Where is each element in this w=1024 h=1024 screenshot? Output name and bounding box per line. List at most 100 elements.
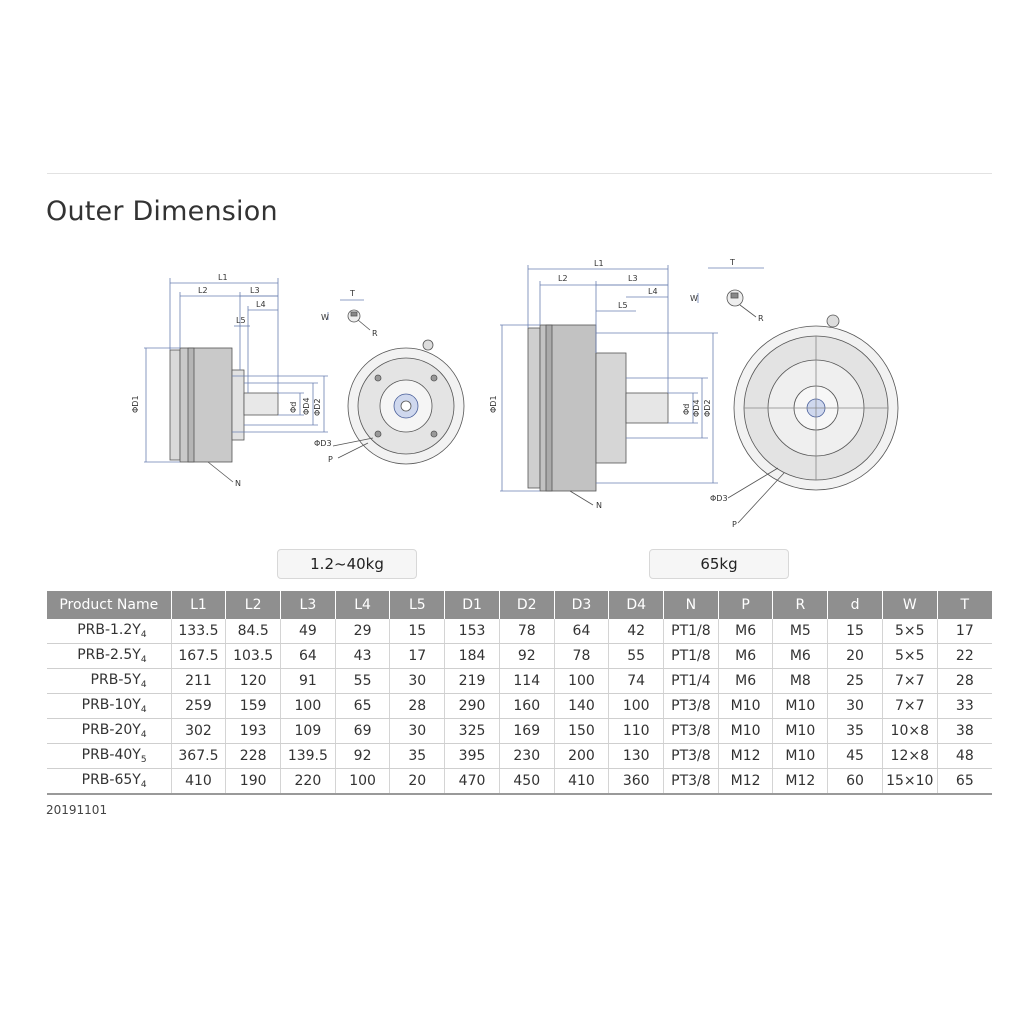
value-cell: 91	[280, 668, 336, 694]
product-name-cell: PRB-40Y5	[47, 743, 172, 769]
value-cell: 130	[608, 743, 664, 769]
product-name-cell: PRB-65Y4	[47, 768, 172, 795]
value-cell: 43	[334, 643, 390, 669]
column-header-d1: D1	[444, 591, 500, 619]
value-cell: 17	[936, 619, 992, 644]
page-title: Outer Dimension	[46, 196, 278, 227]
value-cell: 153	[444, 619, 500, 644]
value-cell: 259	[170, 693, 226, 719]
column-header-r: R	[772, 591, 828, 619]
value-cell: 15	[389, 619, 445, 644]
value-cell: M12	[772, 768, 828, 795]
value-cell: 30	[827, 693, 883, 719]
value-cell: M6	[717, 643, 773, 669]
value-cell: 470	[444, 768, 500, 795]
value-cell: 10×8	[881, 718, 938, 744]
value-cell: 100	[608, 693, 664, 719]
svg-text:P: P	[732, 520, 737, 529]
value-cell: 360	[608, 768, 664, 795]
value-cell: 367.5	[170, 743, 226, 769]
svg-text:Φd: Φd	[289, 402, 298, 413]
value-cell: 120	[225, 668, 281, 694]
column-header-t: T	[936, 591, 992, 619]
value-cell: 74	[608, 668, 664, 694]
value-cell: 78	[553, 643, 609, 669]
value-cell: 65	[936, 768, 992, 795]
svg-text:N: N	[235, 479, 241, 488]
value-cell: M10	[717, 693, 773, 719]
value-cell: 55	[608, 643, 664, 669]
value-cell: 139.5	[280, 743, 336, 769]
svg-text:W: W	[690, 294, 698, 303]
svg-text:W: W	[321, 313, 329, 322]
value-cell: 450	[498, 768, 555, 795]
value-cell: 159	[225, 693, 281, 719]
value-cell: M12	[717, 743, 773, 769]
value-cell: 302	[170, 718, 226, 744]
svg-text:ΦD1: ΦD1	[489, 395, 498, 413]
value-cell: 28	[389, 693, 445, 719]
value-cell: 228	[225, 743, 281, 769]
value-cell: 410	[170, 768, 226, 795]
svg-text:L1: L1	[218, 273, 228, 282]
column-header-d4: D4	[608, 591, 664, 619]
weight-range-label-large: 65kg	[649, 549, 789, 579]
value-cell: 109	[280, 718, 336, 744]
value-cell: 78	[498, 619, 555, 644]
svg-text:ΦD3: ΦD3	[710, 494, 728, 503]
value-cell: M12	[717, 768, 773, 795]
svg-text:L5: L5	[236, 316, 246, 325]
value-cell: 30	[389, 718, 445, 744]
large-brake-dimension-drawing: L1 L2 L3 L5 L4 T W R ΦD1 Φd ΦD4 ΦD2 ΦD3 …	[489, 258, 899, 529]
svg-text:L2: L2	[198, 286, 208, 295]
column-header-d: d	[827, 591, 883, 619]
value-cell: PT3/8	[663, 768, 719, 795]
value-cell: M6	[717, 619, 773, 644]
column-header-d3: D3	[553, 591, 609, 619]
svg-text:ΦD4: ΦD4	[302, 397, 311, 415]
value-cell: 29	[334, 619, 390, 644]
value-cell: PT3/8	[663, 693, 719, 719]
svg-text:Φd: Φd	[682, 404, 691, 415]
value-cell: 42	[608, 619, 664, 644]
value-cell: 200	[553, 743, 609, 769]
value-cell: M10	[717, 718, 773, 744]
product-name-cell: PRB-10Y4	[47, 693, 172, 719]
value-cell: 114	[498, 668, 555, 694]
svg-text:L3: L3	[628, 274, 638, 283]
value-cell: 100	[553, 668, 609, 694]
value-cell: 15	[827, 619, 883, 644]
value-cell: 410	[553, 768, 609, 795]
value-cell: 38	[936, 718, 992, 744]
value-cell: M5	[772, 619, 828, 644]
svg-text:L2: L2	[558, 274, 568, 283]
value-cell: 167.5	[170, 643, 226, 669]
document-date: 20191101	[46, 803, 108, 817]
value-cell: 49	[280, 619, 336, 644]
value-cell: 64	[280, 643, 336, 669]
column-header-d2: D2	[498, 591, 555, 619]
svg-text:L5: L5	[618, 301, 628, 310]
svg-text:L4: L4	[648, 287, 658, 296]
value-cell: 133.5	[170, 619, 226, 644]
value-cell: 60	[827, 768, 883, 795]
value-cell: 100	[280, 693, 336, 719]
svg-text:ΦD1: ΦD1	[131, 395, 140, 413]
value-cell: 33	[936, 693, 992, 719]
svg-text:L4: L4	[256, 300, 266, 309]
value-cell: 92	[334, 743, 390, 769]
column-header-l5: L5	[389, 591, 445, 619]
product-name-cell: PRB-5Y4	[47, 668, 172, 694]
product-name-cell: PRB-2.5Y4	[47, 643, 172, 669]
column-header-w: W	[881, 591, 938, 619]
value-cell: 20	[827, 643, 883, 669]
value-cell: 17	[389, 643, 445, 669]
value-cell: 48	[936, 743, 992, 769]
column-header-l3: L3	[280, 591, 336, 619]
value-cell: 92	[498, 643, 555, 669]
